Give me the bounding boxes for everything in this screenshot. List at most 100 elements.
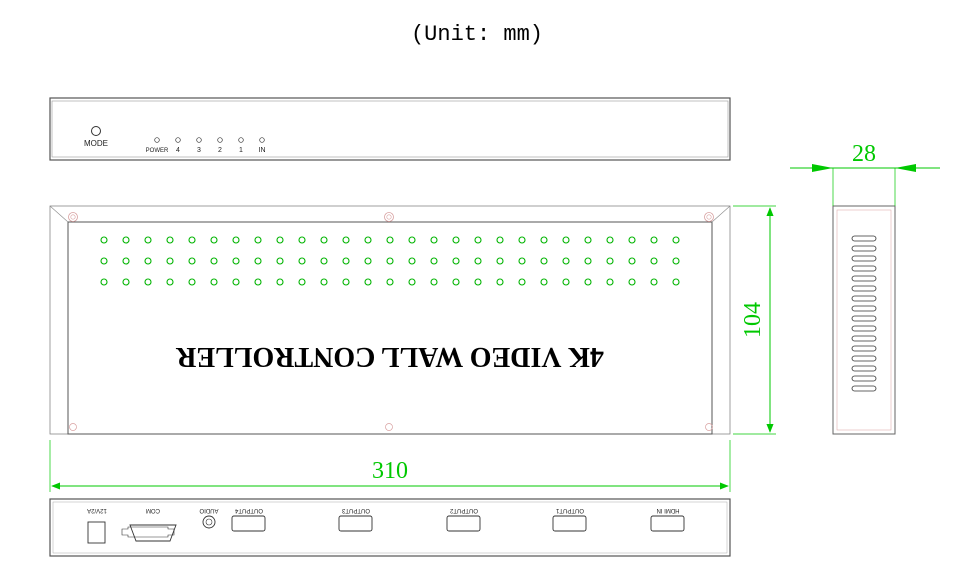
led-power-icon bbox=[154, 137, 160, 143]
vent-hole-icon bbox=[430, 278, 438, 286]
vent-slot-icon bbox=[851, 315, 877, 322]
led-indicators: POWER 4 3 2 1 IN bbox=[146, 137, 266, 154]
com-port-icon bbox=[129, 524, 177, 542]
led-3-icon bbox=[196, 137, 202, 143]
vent-hole-icon bbox=[122, 278, 130, 286]
vent-slot-icon bbox=[851, 265, 877, 272]
vent-hole-icon bbox=[606, 278, 614, 286]
vent-hole-icon bbox=[320, 257, 328, 265]
vent-hole-icon bbox=[496, 236, 504, 244]
vent-hole-icon bbox=[562, 257, 570, 265]
vent-hole-icon bbox=[628, 278, 636, 286]
side-view bbox=[832, 205, 896, 435]
led-in-icon bbox=[259, 137, 265, 143]
port-label-output1: OUTPUT1 bbox=[555, 507, 584, 513]
port-label-com: COM bbox=[146, 507, 160, 513]
vent-hole-icon bbox=[188, 236, 196, 244]
power-jack-icon bbox=[87, 521, 106, 544]
brand-text: 4K VIDEO WALL CONTROLLER bbox=[175, 341, 603, 372]
vent-hole-icon bbox=[166, 257, 174, 265]
port-label-hdmi-in: HDMI IN bbox=[657, 507, 680, 513]
vent-hole-icon bbox=[408, 257, 416, 265]
led-label-in: IN bbox=[259, 147, 266, 154]
screw-icon bbox=[69, 423, 77, 431]
vent-hole-icon bbox=[188, 278, 196, 286]
screw-icon bbox=[705, 423, 713, 431]
vent-slot-icon bbox=[851, 335, 877, 342]
vent-hole-icon bbox=[452, 236, 460, 244]
hdmi-output3-port-icon bbox=[338, 515, 373, 532]
vent-hole-icon bbox=[298, 278, 306, 286]
vent-hole-icon bbox=[364, 236, 372, 244]
vent-hole-icon bbox=[320, 236, 328, 244]
vent-hole-icon bbox=[210, 257, 218, 265]
screw-icon bbox=[68, 212, 78, 222]
vent-hole-icon bbox=[364, 257, 372, 265]
port-label-output4: OUTPUT4 bbox=[234, 507, 263, 513]
vent-slot-icon bbox=[851, 385, 877, 392]
led-2-icon bbox=[217, 137, 223, 143]
vent-hole-icon bbox=[386, 257, 394, 265]
vent-hole-icon bbox=[166, 278, 174, 286]
vent-hole-icon bbox=[606, 257, 614, 265]
vent-slot-icon bbox=[851, 235, 877, 242]
depth-dimension: 104 bbox=[733, 205, 776, 435]
vent-hole-icon bbox=[100, 278, 108, 286]
led-4-icon bbox=[175, 137, 181, 143]
depth-value: 104 bbox=[740, 302, 766, 338]
hdmi-in-port-icon bbox=[650, 515, 685, 532]
vent-hole-icon bbox=[518, 257, 526, 265]
vent-hole-icon bbox=[672, 257, 680, 265]
vent-hole-icon bbox=[496, 257, 504, 265]
vent-hole-icon bbox=[672, 236, 680, 244]
vent-hole-icon bbox=[144, 236, 152, 244]
vent-hole-icon bbox=[364, 278, 372, 286]
vent-hole-icon bbox=[518, 236, 526, 244]
vent-hole-icon bbox=[474, 236, 482, 244]
screw-holes bbox=[68, 212, 714, 431]
vent-hole-icon bbox=[122, 257, 130, 265]
vent-hole-icon bbox=[430, 257, 438, 265]
mode-label: MODE bbox=[84, 139, 108, 148]
vent-hole-icon bbox=[276, 236, 284, 244]
vent-hole-icon bbox=[540, 236, 548, 244]
vent-hole-icon bbox=[650, 278, 658, 286]
vent-hole-icon bbox=[298, 236, 306, 244]
vent-hole-icon bbox=[474, 257, 482, 265]
vent-hole-icon bbox=[430, 236, 438, 244]
hdmi-output2-port-icon bbox=[446, 515, 481, 532]
vent-hole-icon bbox=[408, 278, 416, 286]
vent-slot-icon bbox=[851, 255, 877, 262]
hdmi-output4-port-icon bbox=[231, 515, 266, 532]
vent-hole-icon bbox=[144, 257, 152, 265]
width-value: 310 bbox=[372, 458, 408, 484]
front-panel-view: MODE POWER 4 3 2 1 IN bbox=[49, 97, 731, 161]
vent-hole-icon bbox=[210, 236, 218, 244]
vent-hole-icon bbox=[298, 257, 306, 265]
vent-hole-icon bbox=[650, 257, 658, 265]
vent-hole-icon bbox=[276, 257, 284, 265]
vent-hole-icon bbox=[452, 278, 460, 286]
vent-hole-icon bbox=[584, 257, 592, 265]
vent-hole-icon bbox=[518, 278, 526, 286]
port-label-power: 12V/2A bbox=[87, 507, 107, 513]
top-view: 4K VIDEO WALL CONTROLLER bbox=[49, 205, 731, 435]
vent-slot-icon bbox=[851, 375, 877, 382]
side-vent-slots bbox=[851, 235, 877, 392]
led-label-1: 1 bbox=[239, 147, 243, 154]
vent-hole-icon bbox=[606, 236, 614, 244]
vent-hole-icon bbox=[386, 278, 394, 286]
vent-hole-icon bbox=[232, 236, 240, 244]
screw-icon bbox=[704, 212, 714, 222]
led-label-2: 2 bbox=[218, 147, 222, 154]
rear-panel-view: 12V/2A COM AUDIO OUTPUT4 OUTPUT3 OUTPUT2… bbox=[49, 498, 731, 557]
vent-slot-icon bbox=[851, 325, 877, 332]
led-label-power: POWER bbox=[146, 148, 169, 154]
vent-hole-icon bbox=[584, 236, 592, 244]
vent-hole-icon bbox=[254, 257, 262, 265]
vent-hole-icon bbox=[232, 257, 240, 265]
led-label-4: 4 bbox=[176, 147, 180, 154]
height-value: 28 bbox=[852, 141, 876, 167]
vent-slot-icon bbox=[851, 285, 877, 292]
vent-hole-icon bbox=[496, 278, 504, 286]
